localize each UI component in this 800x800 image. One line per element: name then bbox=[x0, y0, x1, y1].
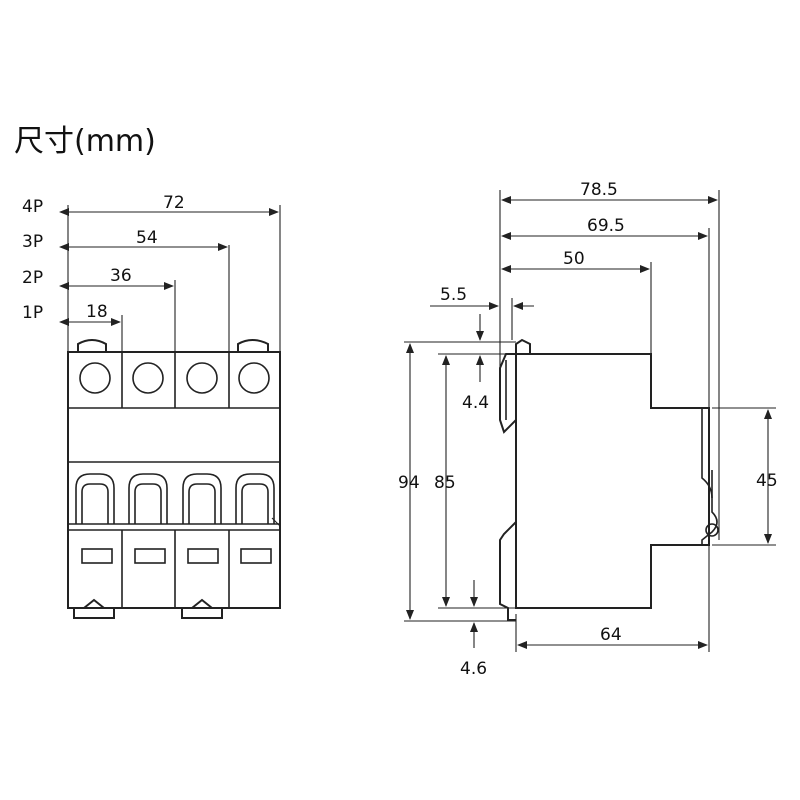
dim-bottom-clip: 4.6 bbox=[460, 659, 487, 679]
row-label-4p: 4P bbox=[22, 197, 43, 217]
dim-base-depth: 64 bbox=[600, 625, 622, 645]
terminal-circle bbox=[79, 362, 111, 394]
dim-depth-total: 78.5 bbox=[580, 180, 618, 200]
top-clip-right bbox=[237, 339, 269, 352]
top-clip-left bbox=[77, 339, 107, 352]
side-view: 78.5 69.5 50 5.5 94 85 4.4 4.6 45 bbox=[398, 180, 778, 679]
dim-clip-offset: 5.5 bbox=[440, 285, 467, 305]
bottom-clip-left bbox=[73, 598, 115, 619]
page-title: 尺寸(mm) bbox=[14, 124, 156, 159]
terminal-circle bbox=[238, 362, 270, 394]
terminal-circle bbox=[186, 362, 218, 394]
bottom-clip-right bbox=[181, 598, 223, 619]
dim-2p-width: 36 bbox=[110, 266, 132, 286]
row-label-3p: 3P bbox=[22, 232, 43, 252]
dim-depth-front: 50 bbox=[563, 249, 585, 269]
dim-top-clip: 4.4 bbox=[462, 393, 489, 413]
front-view: 4P 3P 2P 1P 72 54 36 18 bbox=[22, 193, 281, 619]
breaker-side-profile bbox=[515, 353, 710, 609]
dim-1p-width: 18 bbox=[86, 302, 108, 322]
dim-3p-width: 54 bbox=[136, 228, 158, 248]
dim-rail-height: 45 bbox=[756, 471, 778, 491]
row-label-1p: 1P bbox=[22, 303, 43, 323]
terminal-circle bbox=[132, 362, 164, 394]
front-handle bbox=[499, 353, 517, 434]
row-label-2p: 2P bbox=[22, 268, 43, 288]
dim-depth-mid: 69.5 bbox=[587, 216, 625, 236]
dim-height-body: 85 bbox=[434, 473, 456, 493]
toggle-handles bbox=[75, 473, 275, 524]
dim-4p-width: 72 bbox=[163, 193, 185, 213]
dim-height-total: 94 bbox=[398, 473, 420, 493]
